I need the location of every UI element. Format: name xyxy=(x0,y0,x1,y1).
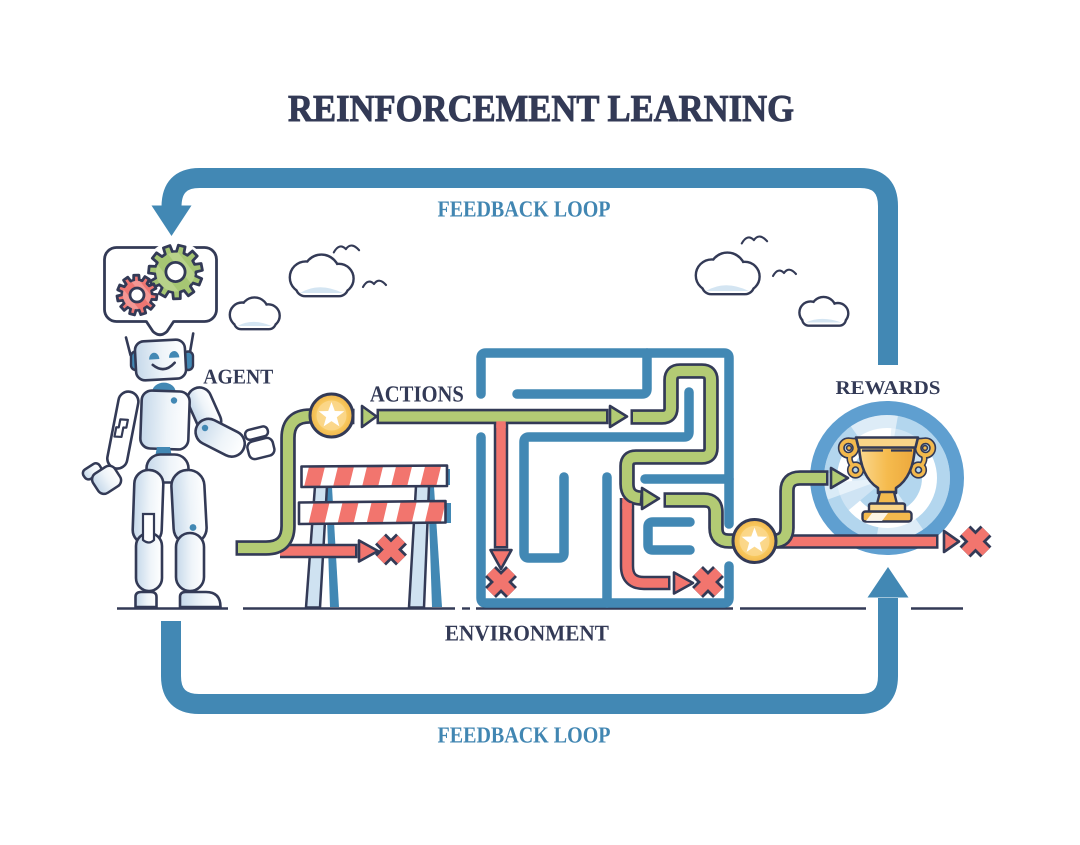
svg-text:REINFORCEMENT LEARNING: REINFORCEMENT LEARNING xyxy=(288,88,794,130)
svg-text:FEEDBACK LOOP: FEEDBACK LOOP xyxy=(438,197,611,222)
svg-text:AGENT: AGENT xyxy=(203,365,273,389)
svg-text:ACTIONS: ACTIONS xyxy=(370,382,464,407)
svg-text:REWARDS: REWARDS xyxy=(836,378,941,399)
svg-text:ENVIRONMENT: ENVIRONMENT xyxy=(445,621,609,646)
svg-text:FEEDBACK LOOP: FEEDBACK LOOP xyxy=(438,723,611,748)
